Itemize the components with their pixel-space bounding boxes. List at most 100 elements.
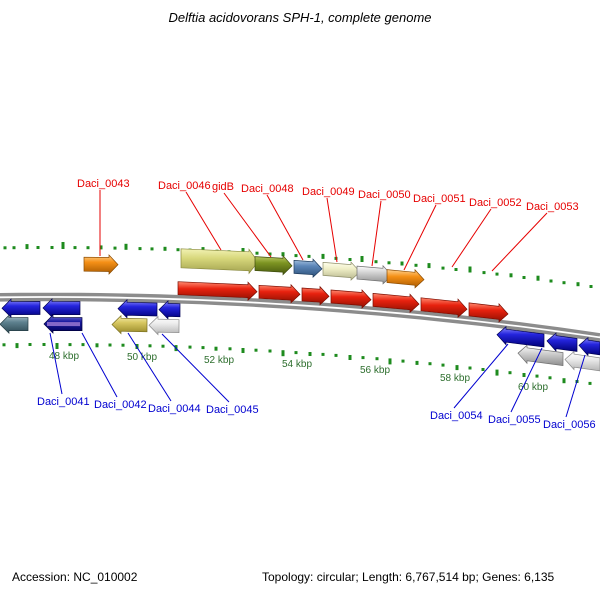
feature-tick-outer — [150, 247, 154, 251]
forward-gene-label: Daci_0048 — [241, 183, 294, 195]
gene-arrow-red-forward — [468, 302, 509, 323]
feature-tick-outer — [414, 263, 418, 267]
feature-tick-inner — [588, 381, 592, 385]
forward-gene-leader-line — [185, 191, 222, 251]
gene-arrow-red-forward — [177, 281, 258, 302]
reverse-gene-leader-line — [49, 332, 63, 395]
forward-gene-label: Daci_0051 — [413, 193, 466, 205]
reverse-gene-label: Daci_0044 — [148, 403, 201, 415]
reverse-gene-label: Daci_0042 — [94, 399, 147, 411]
feature-tick-outer — [536, 275, 540, 281]
feature-tick-inner — [81, 343, 85, 347]
feature-tick-outer — [241, 248, 245, 254]
reverse-gene-leader-line — [161, 333, 230, 403]
feature-tick-inner — [121, 343, 125, 347]
feature-tick-inner — [281, 350, 285, 357]
feature-tick-outer — [360, 256, 364, 262]
gene-arrow-white-reverse — [148, 315, 180, 336]
gene-arrow-red-forward — [258, 283, 301, 304]
forward-gene-label: Daci_0049 — [302, 186, 355, 198]
feature-tick-inner — [68, 343, 72, 347]
feature-tick-outer — [73, 246, 77, 250]
forward-gene-leader-line — [403, 204, 437, 271]
feature-tick-inner — [161, 344, 165, 348]
feature-tick-outer — [138, 247, 142, 251]
feature-tick-inner — [535, 374, 539, 378]
feature-tick-outer — [576, 282, 580, 287]
reverse-gene-leader-line — [565, 354, 586, 418]
reverse-gene-leader-line — [81, 332, 118, 398]
feature-tick-outer — [348, 258, 352, 261]
feature-tick-inner — [148, 344, 152, 348]
feature-tick-outer — [522, 276, 526, 279]
reverse-gene-label: Daci_0054 — [430, 410, 483, 422]
feature-tick-outer — [124, 243, 128, 250]
feature-tick-inner — [15, 343, 19, 349]
feature-tick-outer — [294, 254, 298, 258]
feature-tick-outer — [163, 246, 167, 251]
forward-gene-leader-line — [371, 200, 382, 267]
forward-gene-label: Daci_0043 — [77, 178, 130, 190]
feature-tick-inner — [95, 343, 99, 348]
feature-tick-inner — [108, 343, 112, 347]
gene-arrow-blue-reverse — [578, 336, 600, 357]
feature-tick-inner — [562, 378, 566, 384]
gene-arrow-steelblue-forward — [293, 258, 323, 278]
ruler-label: 58 kbp — [440, 373, 470, 384]
gene-arrow-slate-reverse — [0, 314, 29, 335]
gene-arrow-gold-reverse — [111, 314, 148, 335]
feature-tick-inner — [348, 355, 352, 360]
gene-arrow-red-forward — [301, 285, 330, 306]
feature-tick-inner — [415, 360, 419, 365]
forward-gene-label: Daci_0052 — [469, 197, 522, 209]
feature-tick-outer — [589, 285, 593, 288]
ruler-label: 54 kbp — [282, 359, 312, 370]
forward-gene-label: Daci_0050 — [358, 189, 411, 201]
gene-stripe-purple — [47, 322, 80, 327]
feature-tick-outer — [3, 246, 7, 250]
feature-tick-outer — [99, 245, 103, 250]
gene-arrow-red-forward — [420, 297, 468, 318]
gene-arrow-khaki-forward — [180, 248, 259, 275]
reverse-gene-leader-line — [127, 332, 172, 402]
ruler-label: 60 kbp — [518, 382, 548, 393]
feature-tick-inner — [468, 366, 472, 370]
feature-tick-outer — [427, 263, 431, 269]
feature-tick-inner — [361, 356, 365, 360]
ruler-label: 56 kbp — [360, 365, 390, 376]
gene-arrow-orange-forward — [83, 254, 119, 275]
feature-tick-inner — [228, 347, 232, 351]
reverse-gene-label: Daci_0056 — [543, 419, 596, 431]
ruler-label: 48 kbp — [49, 351, 79, 362]
feature-tick-inner — [388, 358, 392, 365]
gene-arrow-red-forward — [372, 293, 420, 314]
feature-tick-inner — [334, 353, 338, 357]
genome-stats-text: Topology: circular; Length: 6,767,514 bp… — [262, 570, 555, 584]
feature-tick-inner — [254, 348, 258, 352]
feature-tick-outer — [562, 281, 566, 285]
reverse-gene-leader-line — [510, 347, 543, 413]
feature-tick-outer — [509, 273, 513, 278]
feature-tick-outer — [495, 272, 499, 276]
gene-arrow-blue-reverse — [117, 298, 158, 319]
feature-tick-inner — [321, 352, 325, 356]
feature-tick-outer — [268, 252, 272, 256]
gene-arrow-olive-forward — [254, 254, 293, 276]
forward-gene-leader-line — [223, 192, 272, 258]
forward-gene-label: gidB — [212, 181, 234, 193]
feature-tick-outer — [387, 261, 391, 265]
reverse-gene-leader-line — [453, 343, 509, 409]
feature-tick-inner — [401, 359, 405, 363]
feature-tick-inner — [294, 351, 298, 355]
feature-tick-inner — [428, 362, 432, 366]
feature-tick-outer — [255, 251, 259, 255]
feature-tick-outer — [25, 244, 29, 250]
gene-arrow-orange-forward — [386, 268, 425, 289]
feature-tick-inner — [522, 373, 526, 377]
feature-tick-inner — [481, 368, 485, 371]
feature-tick-outer — [113, 246, 117, 250]
forward-gene-leader-line — [326, 197, 338, 263]
feature-tick-outer — [176, 248, 180, 252]
feature-tick-inner — [201, 346, 205, 350]
